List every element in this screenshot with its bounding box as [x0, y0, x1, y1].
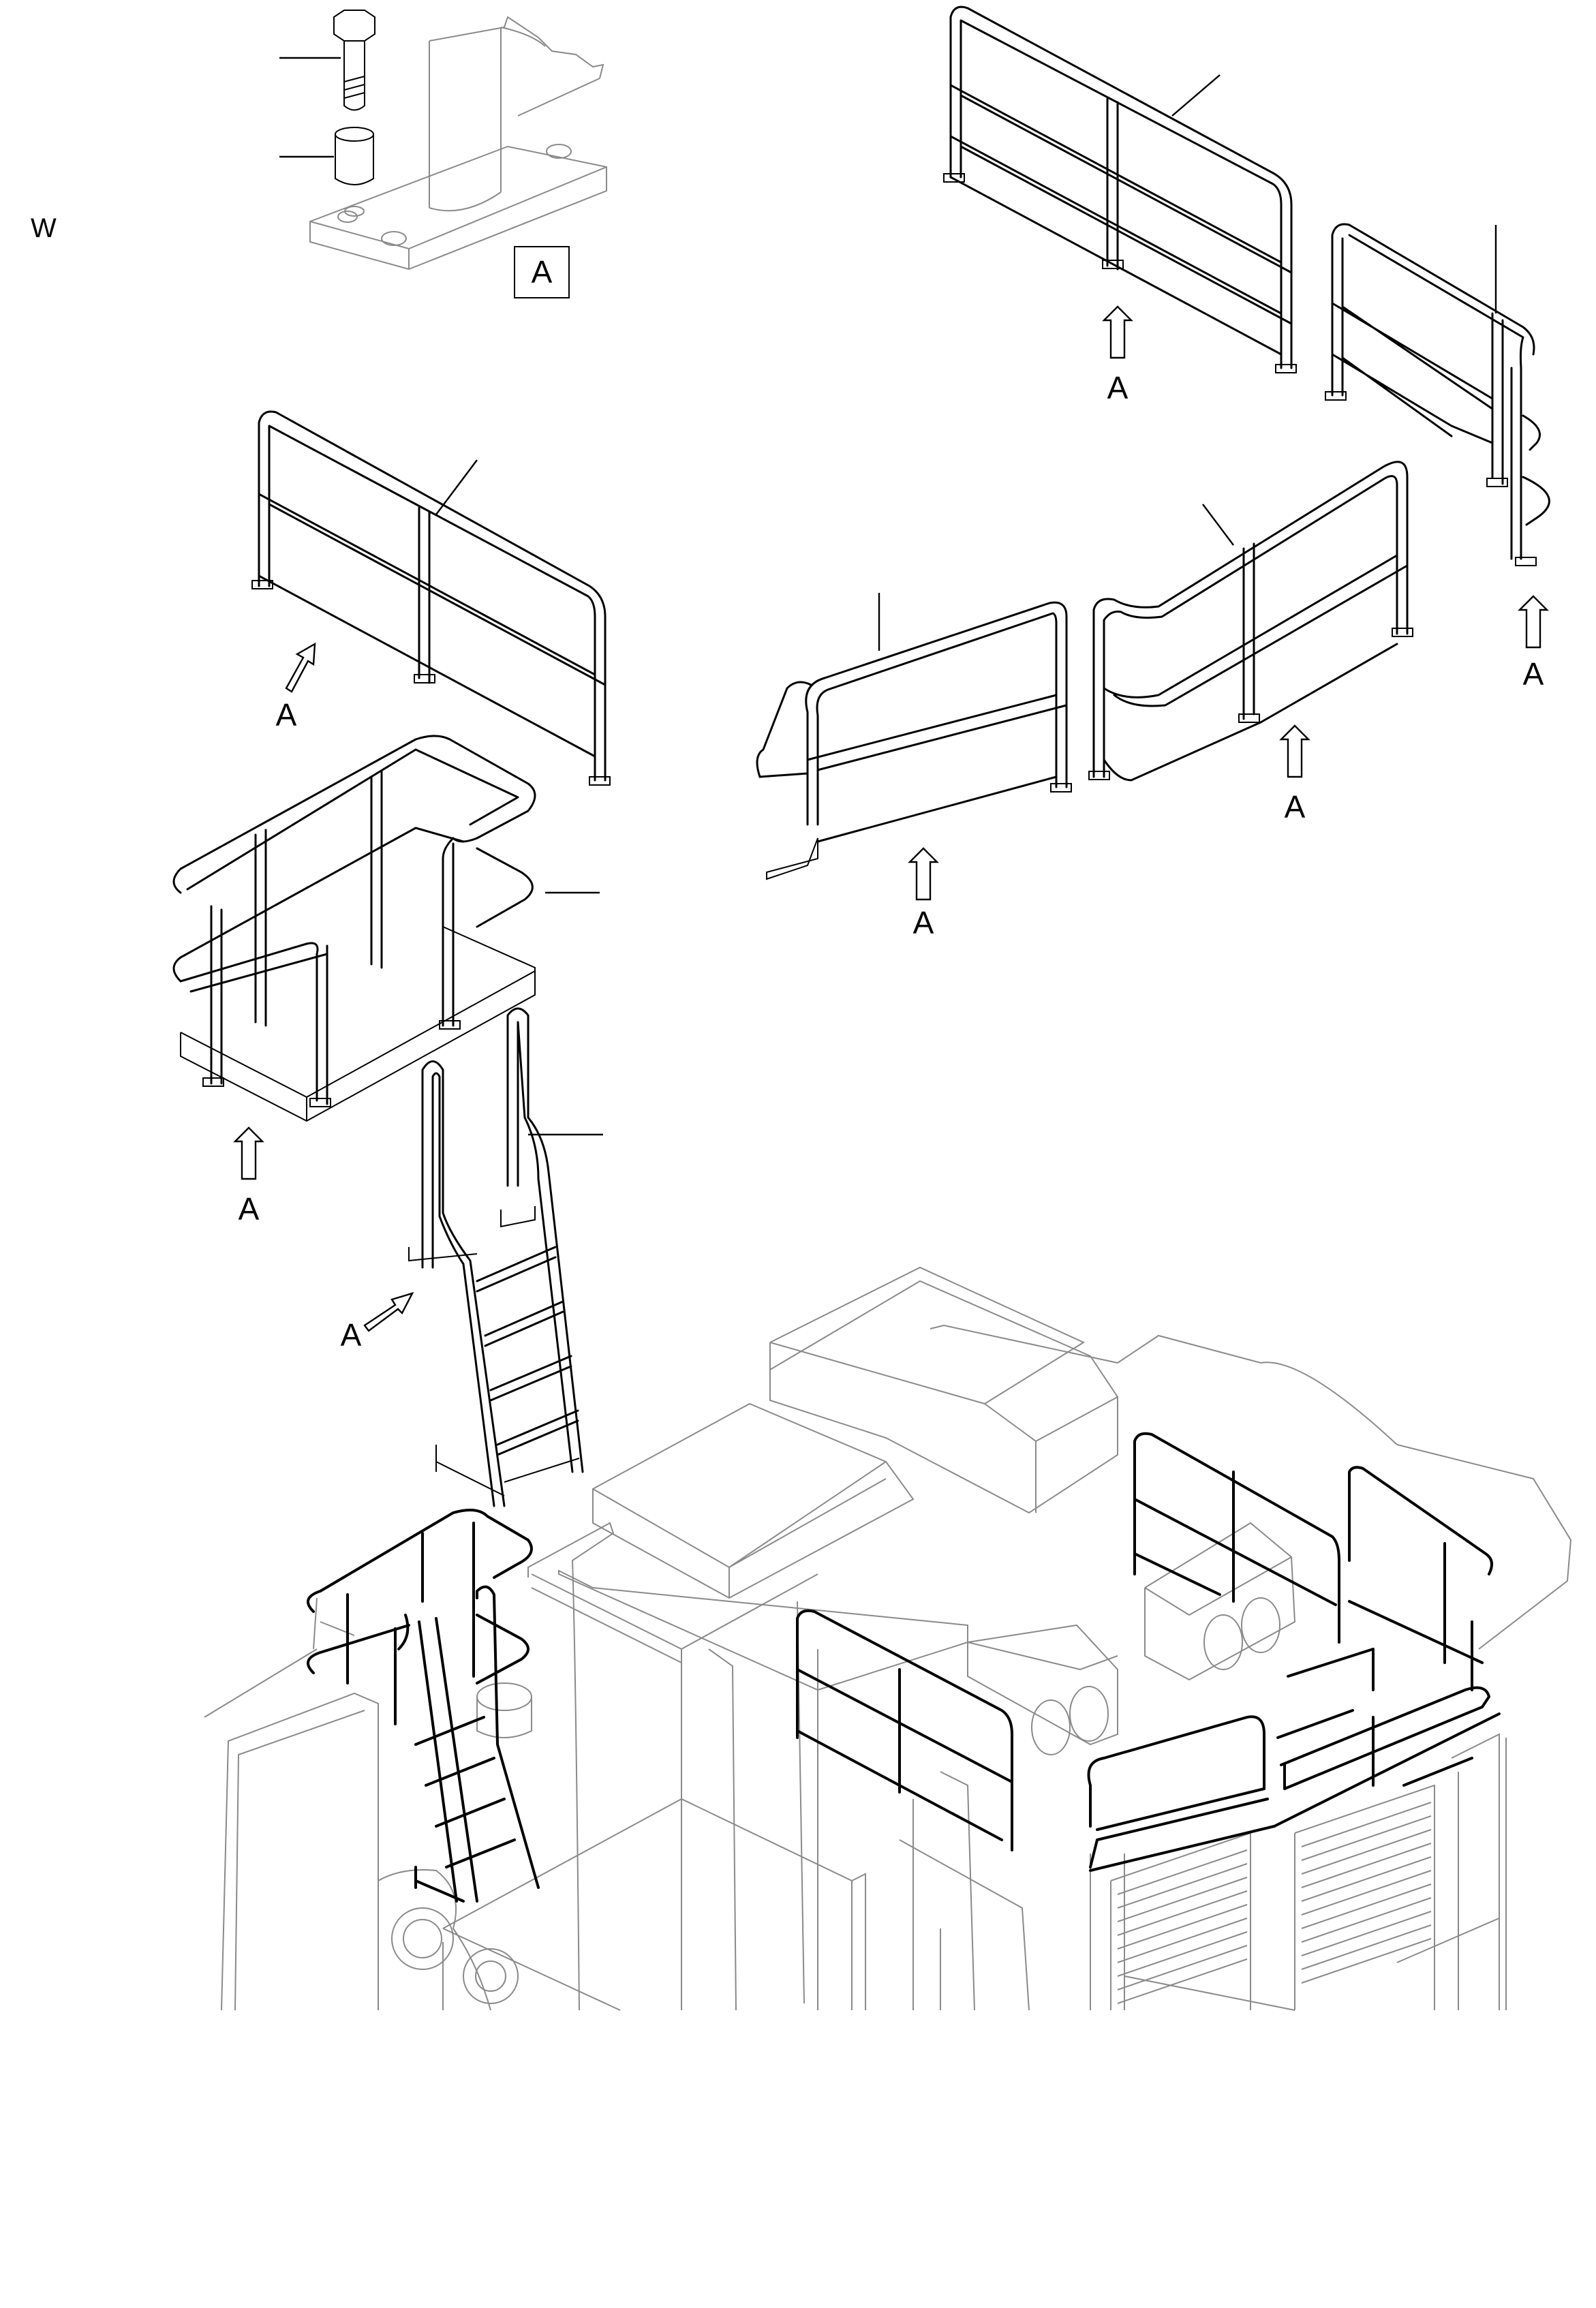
railing-far-right [1325, 223, 1550, 566]
diagonal-arrow-icon [285, 642, 316, 693]
detail-a-fastener: A [279, 10, 607, 298]
attachment-label: A [276, 697, 297, 733]
attachment-labels: A A A A A A A [239, 370, 1544, 1353]
up-arrow-icon [1102, 305, 1133, 359]
attachment-label: A [341, 1317, 362, 1353]
railing-middle-left [756, 593, 1072, 880]
platform-cage [172, 735, 600, 1122]
view-marker-label: W [31, 213, 57, 243]
railing-middle-right [1088, 461, 1413, 782]
attachment-label: A [1285, 789, 1306, 825]
attachment-arrows [233, 305, 1549, 1332]
detail-box-label: A [532, 254, 553, 290]
up-arrow-icon [908, 847, 939, 901]
attachment-label: A [239, 1191, 260, 1227]
railing-upper-left [251, 410, 611, 786]
access-ladder [408, 1007, 603, 1507]
machine-assembly [204, 1266, 1572, 2011]
diagonal-arrow-icon [363, 1292, 414, 1332]
railing-top-right [943, 5, 1297, 373]
up-arrow-icon [233, 1126, 264, 1180]
up-arrow-icon [1518, 595, 1549, 649]
attachment-label: A [1107, 370, 1129, 405]
up-arrow-icon [1279, 724, 1310, 778]
attachment-label: A [913, 905, 934, 940]
attachment-label: A [1523, 656, 1544, 692]
